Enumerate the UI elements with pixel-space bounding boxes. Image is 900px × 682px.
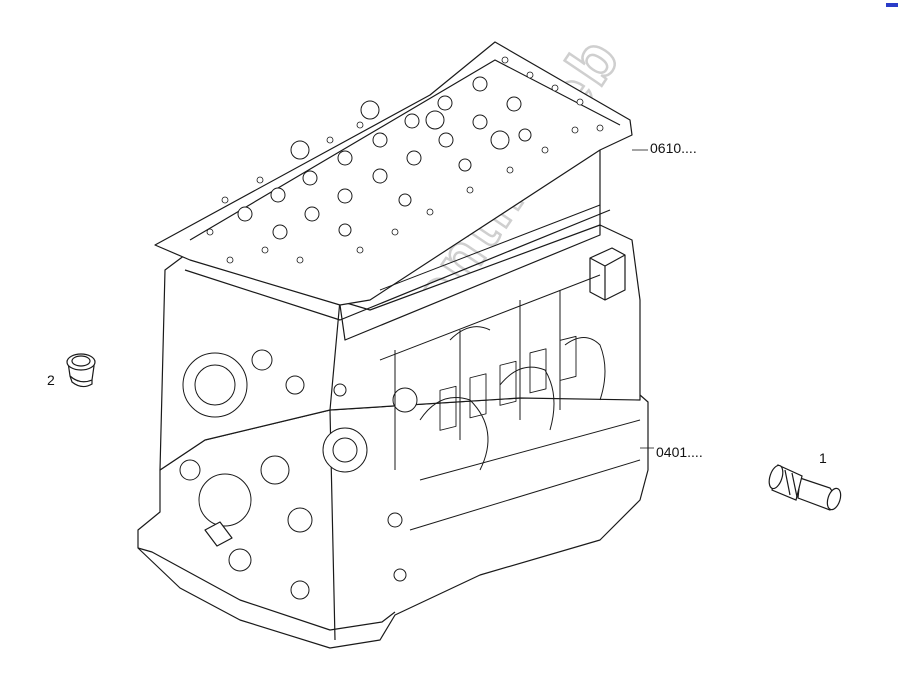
callout-ref-0401[interactable]: 0401.... [656, 444, 703, 460]
side-sensor-box [589, 247, 626, 301]
side-ribs [379, 204, 641, 531]
callout-part-2[interactable]: 2 [47, 372, 55, 388]
callout-ref-0610[interactable]: 0610.... [650, 140, 697, 156]
sump-rail [137, 547, 396, 631]
callout-part-1[interactable]: 1 [819, 450, 827, 466]
corner-mark [886, 3, 898, 7]
engine-block [137, 41, 649, 649]
side-sensor-box-edge [589, 254, 626, 300]
fitting-part-1 [768, 464, 842, 511]
plug-part-2 [66, 353, 96, 388]
head-side-edge [339, 150, 601, 341]
valve-bosses [237, 76, 532, 240]
front-stub-pipe [204, 521, 233, 547]
head-bolt-holes [206, 56, 604, 264]
lower-rib-windows [439, 335, 577, 431]
leader-lines [632, 149, 654, 449]
front-cover-details [179, 349, 418, 600]
head-gasket-line [184, 209, 611, 321]
